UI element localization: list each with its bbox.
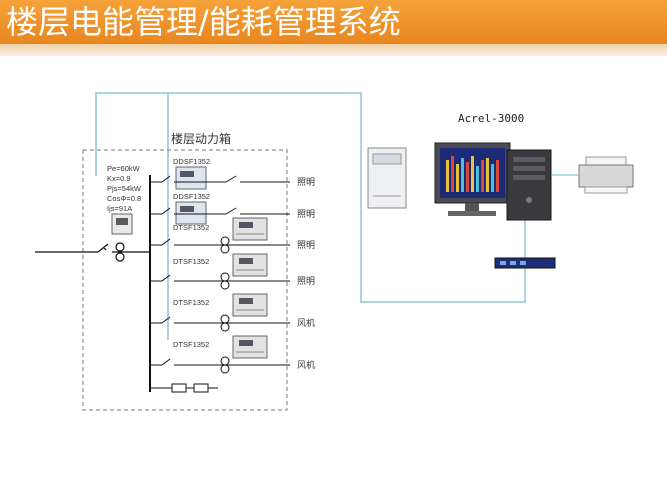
load-label-4: 照明 <box>297 276 315 287</box>
meter-label-5: DTSF1352 <box>173 298 209 307</box>
meter-devices <box>175 166 268 359</box>
meter-label-1: DDSF1352 <box>173 157 210 166</box>
meter-device-2 <box>175 201 207 225</box>
load-label-1: 照明 <box>297 177 315 188</box>
title-banner: 楼层电能管理/能耗管理系统 <box>0 0 667 44</box>
comm-lines <box>95 92 526 340</box>
param-ijs: Ijs=91A <box>107 204 132 213</box>
param-pe: Pe=60kW <box>107 164 141 173</box>
main-incoming <box>35 242 150 262</box>
load-label-2: 照明 <box>297 209 315 220</box>
meter-device-6 <box>232 335 268 359</box>
fuse-icon-2 <box>193 383 209 393</box>
meter-label-6: DTSF1352 <box>173 340 209 349</box>
load-label-6: 风机 <box>297 359 315 371</box>
meter-device-1 <box>175 166 207 190</box>
computer-tower-icon <box>506 149 552 221</box>
param-kx: Kx=0.9 <box>107 174 131 183</box>
monitor-icon <box>434 142 511 216</box>
printer-icon <box>578 156 634 194</box>
meter-labels: DDSF1352 DDSF1352 DTSF1352 DTSF1352 DTSF… <box>173 157 210 349</box>
ups-icon <box>367 147 407 209</box>
branch-circuits <box>150 175 290 389</box>
panel-params: Pe=60kW Kx=0.9 Pjs=54kW CosΦ=0.8 Ijs=91A <box>107 164 142 213</box>
param-pjs: Pjs=54kW <box>107 184 142 193</box>
load-label-5: 风机 <box>297 317 315 329</box>
param-cos: CosΦ=0.8 <box>107 194 141 203</box>
meter-label-2: DDSF1352 <box>173 192 210 201</box>
system-label: Acrel-3000 <box>458 112 524 125</box>
load-label-3: 照明 <box>297 240 315 251</box>
meter-device-4 <box>232 253 268 277</box>
meter-label-4: DTSF1352 <box>173 257 209 266</box>
network-converter-icon <box>494 257 556 269</box>
page-title: 楼层电能管理/能耗管理系统 <box>6 3 401 41</box>
load-labels: 照明 照明 照明 照明 风机 风机 <box>297 177 315 371</box>
meter-device-3 <box>232 217 268 241</box>
panel-title: 楼层动力箱 <box>171 131 231 146</box>
banner-strip <box>0 44 667 56</box>
meter-label-3: DTSF1352 <box>173 223 209 232</box>
fuse-icon <box>171 383 187 393</box>
meter-device-5 <box>232 293 268 317</box>
power-box-outline <box>82 149 288 411</box>
